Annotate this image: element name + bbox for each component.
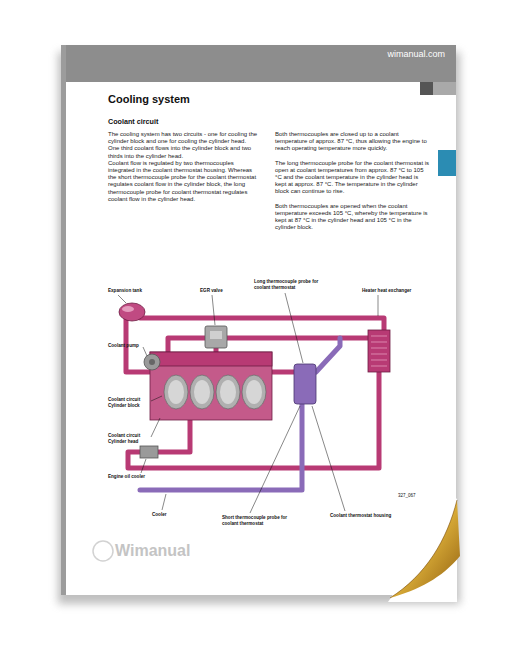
part-label: Coolant circuit Cylinder head — [108, 433, 150, 444]
coolant-pipes — [126, 318, 384, 490]
page-title: Cooling system — [108, 93, 358, 105]
chapter-tab — [438, 150, 456, 176]
part-label: Coolant thermostat housing — [330, 513, 410, 519]
part-label: EGR valve — [200, 288, 240, 294]
watermark-logo — [93, 541, 113, 561]
page-curl — [390, 500, 460, 598]
leader-lines — [118, 293, 378, 513]
body-paragraph: The long thermocouple probe for the cool… — [275, 160, 431, 196]
figure-number: 327_067 — [398, 493, 432, 499]
watermark: Wimanual — [115, 541, 225, 561]
part-label: Coolant pump — [108, 343, 148, 349]
part-label: Coolant circuit Cylinder block — [108, 397, 150, 408]
part-label: Cooler — [152, 512, 182, 518]
part-label: Long thermocouple probe for coolant ther… — [254, 279, 320, 290]
body-paragraph: Both thermocouples are closed up to a co… — [275, 131, 431, 153]
text-column: Both thermocouples are closed up to a co… — [275, 131, 431, 231]
body-paragraph: Coolant flow is regulated by two thermoc… — [108, 160, 262, 203]
text-column: The cooling system has two circuits - on… — [108, 131, 262, 203]
part-label: Heater heat exchanger — [362, 288, 437, 294]
part-label: Expansion tank — [108, 288, 168, 294]
body-paragraph: The cooling system has two circuits - on… — [108, 131, 262, 145]
header-square — [420, 82, 433, 95]
header-step — [420, 82, 456, 95]
part-label: Engine oil cooler — [108, 474, 160, 480]
body-paragraph: Both thermocouples are opened when the c… — [275, 203, 431, 232]
part-label: Short thermocouple probe for coolant the… — [222, 515, 288, 526]
engine-parts — [119, 303, 390, 458]
section-heading: Coolant circuit — [108, 117, 308, 126]
body-paragraph: One third coolant flows into the cylinde… — [108, 145, 262, 159]
page-sheet — [66, 45, 456, 595]
header-bar — [66, 45, 456, 82]
site-address: wimanual.com — [345, 49, 445, 60]
curl-edge — [390, 500, 457, 598]
